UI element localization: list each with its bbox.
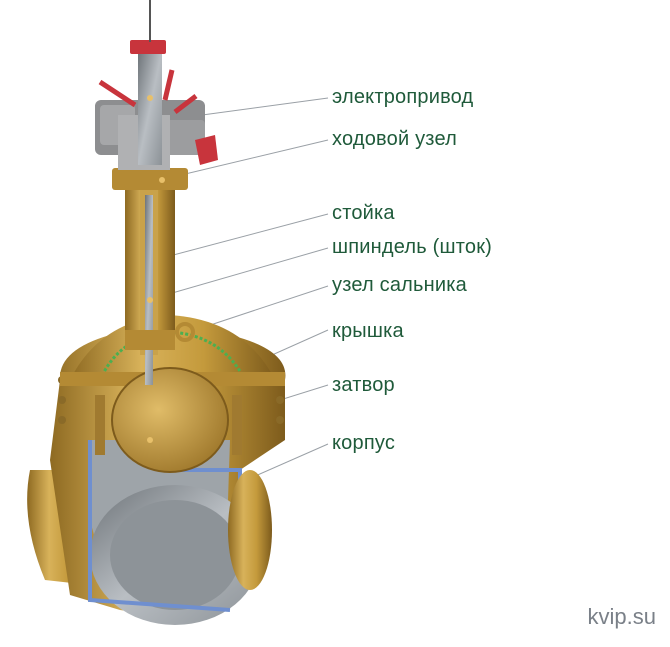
label-body: корпус [332, 432, 396, 454]
label-gland: узел сальника [332, 274, 467, 296]
label-drive-unit: ходовой узел [332, 128, 457, 150]
label-cover: крышка [332, 320, 404, 342]
site-watermark: kvip.su [587, 604, 656, 629]
gate-disc [95, 367, 242, 473]
label-spindle: шпиндель (шток) [332, 236, 493, 258]
pillar [125, 185, 195, 385]
actuator [95, 0, 218, 170]
label-pillar: стойка [332, 202, 395, 224]
valve-body [27, 335, 286, 625]
label-actuator: электропривод [332, 86, 474, 108]
drive-unit [112, 168, 188, 190]
label-gate: затвор [332, 374, 395, 396]
